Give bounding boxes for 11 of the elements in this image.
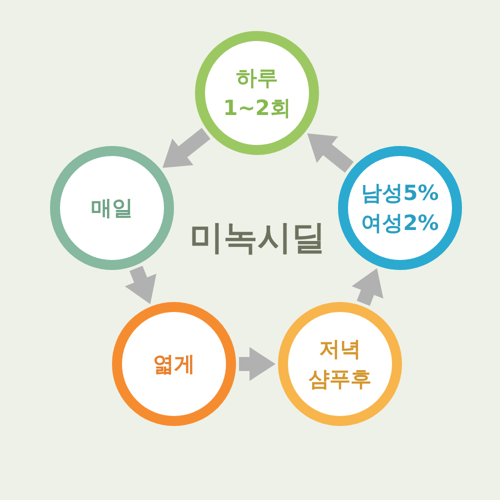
arrow [162,128,210,168]
center-title: 미녹시딜 [188,217,326,260]
arrow [352,268,384,306]
arrow [124,266,156,304]
step-text: 저녁 샴푸후 [308,336,372,393]
step-text: 매일 [91,195,133,222]
step-text: 남성5% 여성2% [361,180,439,237]
arrow [307,133,354,173]
arrow [239,347,276,381]
step-text: 하루 1~2회 [223,65,291,122]
step-text: 엷게 [153,351,195,378]
